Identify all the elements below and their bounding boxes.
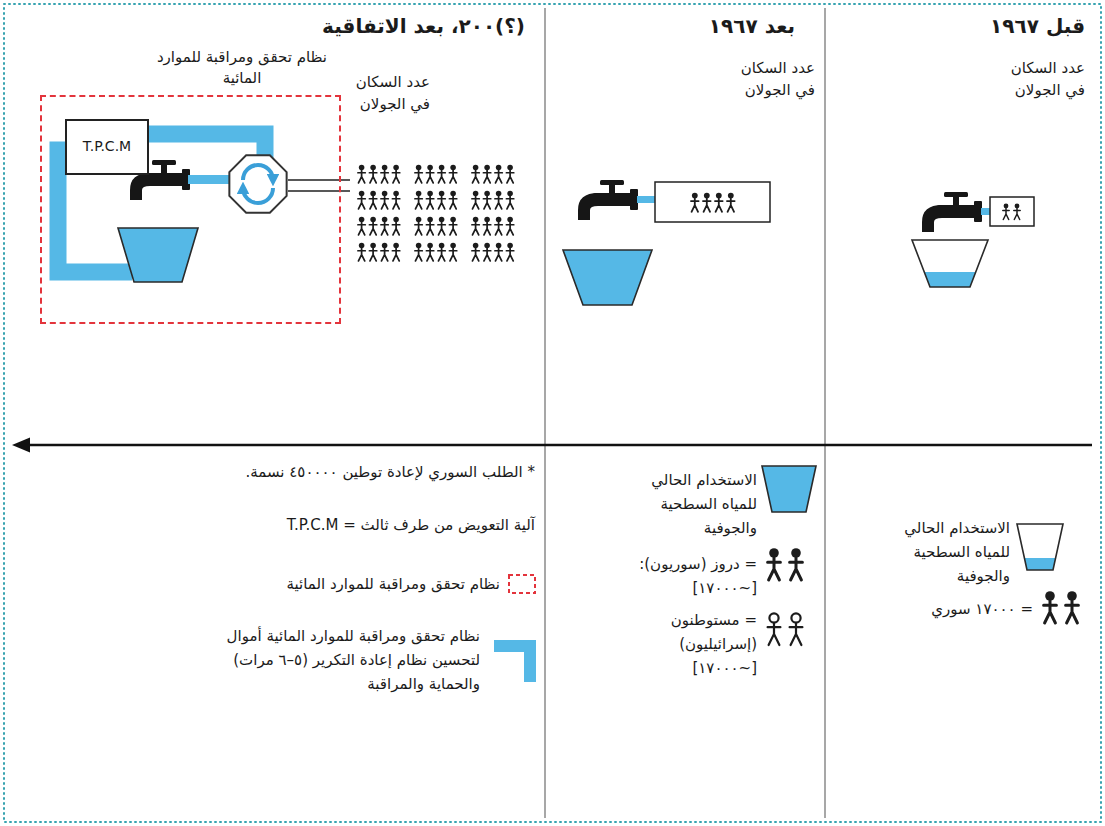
water-tap — [578, 180, 638, 220]
legend-text: الاستخدام الحالي للمياه السطحية والجوفية — [875, 516, 1010, 588]
bucket — [912, 240, 988, 287]
dashed-frame-sample — [509, 575, 535, 593]
legend-text: الاستخدام الحالي للمياه السطحية والجوفية — [630, 468, 757, 540]
legend-sample-box — [764, 610, 806, 648]
frame-heading: نظام تحقق ومراقبة للموارد المائية — [142, 47, 342, 89]
people-icon — [415, 165, 457, 183]
legend-row: = ١٧٠٠٠ سوري — [830, 597, 1033, 621]
population-box — [655, 182, 770, 222]
legend-row: الاستخدام الحالي للمياه السطحية والجوفية — [630, 468, 757, 540]
recycling-unit — [229, 155, 286, 212]
legend-text: = ١٧٠٠٠ سوري — [830, 597, 1033, 621]
tpcm-box: T.P.C.M — [65, 119, 149, 175]
bucket-full — [118, 228, 198, 282]
legend-sample — [1017, 524, 1063, 570]
legend-sample-box — [508, 574, 536, 594]
person-icon — [1044, 591, 1057, 623]
bucket-outline — [912, 240, 988, 287]
legend-sample-box — [760, 464, 818, 514]
period-heading: قبل ١٩٦٧ — [955, 12, 1085, 41]
person-icon — [768, 548, 781, 580]
population-caption: عدد السكان في الجولان — [342, 72, 430, 116]
legend-text: = دروز (سوريون): [~١٧٠٠٠] — [630, 552, 757, 600]
legend-row: نظام تحقق ومراقبة للموارد المائية — [200, 572, 500, 596]
legend-sample — [509, 575, 535, 593]
abbreviation-note: T.P.C.M = آلية التعويض من طرف ثالث — [200, 515, 535, 537]
legend-sample — [494, 646, 530, 682]
people-icon — [415, 191, 457, 209]
legend-row: نظام تحقق ومراقبة للموارد المائية أموال … — [225, 624, 480, 696]
bucket-full — [563, 250, 652, 305]
population-box — [990, 197, 1034, 226]
population-caption: عدد السكان في الجولان — [727, 58, 815, 102]
people-icon — [358, 243, 400, 261]
legend-row: = مستوطنون (إسرائيليون) [~١٧٠٠٠] — [630, 608, 757, 680]
legend-row: الاستخدام الحالي للمياه السطحية والجوفية — [875, 516, 1010, 588]
person-icon — [768, 613, 781, 645]
timeline-arrow — [26, 444, 1092, 447]
recycling-arrow — [243, 188, 273, 203]
people-icon — [358, 165, 400, 183]
dotted-frame — [4, 4, 1101, 822]
legend-sample-box — [764, 545, 806, 583]
period-heading: بعد ١٩٦٧ — [670, 12, 795, 41]
legend-sample-box — [494, 640, 536, 682]
legend-sample — [762, 466, 816, 512]
person-icon — [790, 613, 803, 645]
legend-text: = مستوطنون (إسرائيليون) [~١٧٠٠٠] — [630, 608, 757, 680]
box-label: T.P.C.M — [83, 137, 131, 157]
population-caption: عدد السكان في الجولان — [997, 58, 1085, 102]
water-tap — [922, 192, 982, 232]
person-icon — [1066, 591, 1079, 623]
people-icon — [472, 243, 514, 261]
people-grid — [358, 165, 514, 261]
verification-frame: نظام تحقق ومراقبة للموارد المائيةT.P.C.M — [40, 95, 341, 324]
person-icon — [790, 548, 803, 580]
column-divider — [544, 8, 546, 818]
period-heading: (؟)٢٠٠، بعد الاتفاقية — [255, 12, 525, 41]
legend-sample-box — [1040, 588, 1082, 626]
people-icon — [472, 217, 514, 235]
water-level — [1024, 558, 1055, 570]
people-icon — [415, 243, 457, 261]
legend-row: = دروز (سوريون): [~١٧٠٠٠] — [630, 552, 757, 600]
people-icon — [472, 191, 514, 209]
people-icon — [472, 165, 514, 183]
legend-sample-box — [1015, 522, 1065, 572]
legend-text: نظام تحقق ومراقبة للموارد المائية أموال … — [225, 624, 480, 696]
people-icon — [1003, 204, 1020, 220]
water-pipe — [637, 196, 656, 203]
bucket — [1017, 524, 1063, 570]
recycling-arrow — [243, 165, 273, 180]
legend-sample — [768, 548, 803, 580]
footnote: * الطلب السوري لإعادة توطين ٤٥٠٠٠٠ نسمة. — [30, 462, 535, 484]
bucket-full — [762, 466, 816, 512]
timeline-arrowhead — [12, 438, 30, 453]
legend-sample — [1044, 591, 1079, 623]
color-swatch — [494, 646, 530, 682]
people-icon — [358, 191, 400, 209]
water-pipe — [188, 175, 233, 184]
bucket-outline — [1017, 524, 1063, 570]
legend-sample — [768, 613, 803, 645]
legend-text: نظام تحقق ومراقبة للموارد المائية — [200, 572, 500, 596]
people-icon — [691, 193, 735, 212]
people-icon — [415, 217, 457, 235]
column-divider — [824, 8, 826, 818]
people-icon — [358, 217, 400, 235]
water-level — [924, 272, 975, 287]
